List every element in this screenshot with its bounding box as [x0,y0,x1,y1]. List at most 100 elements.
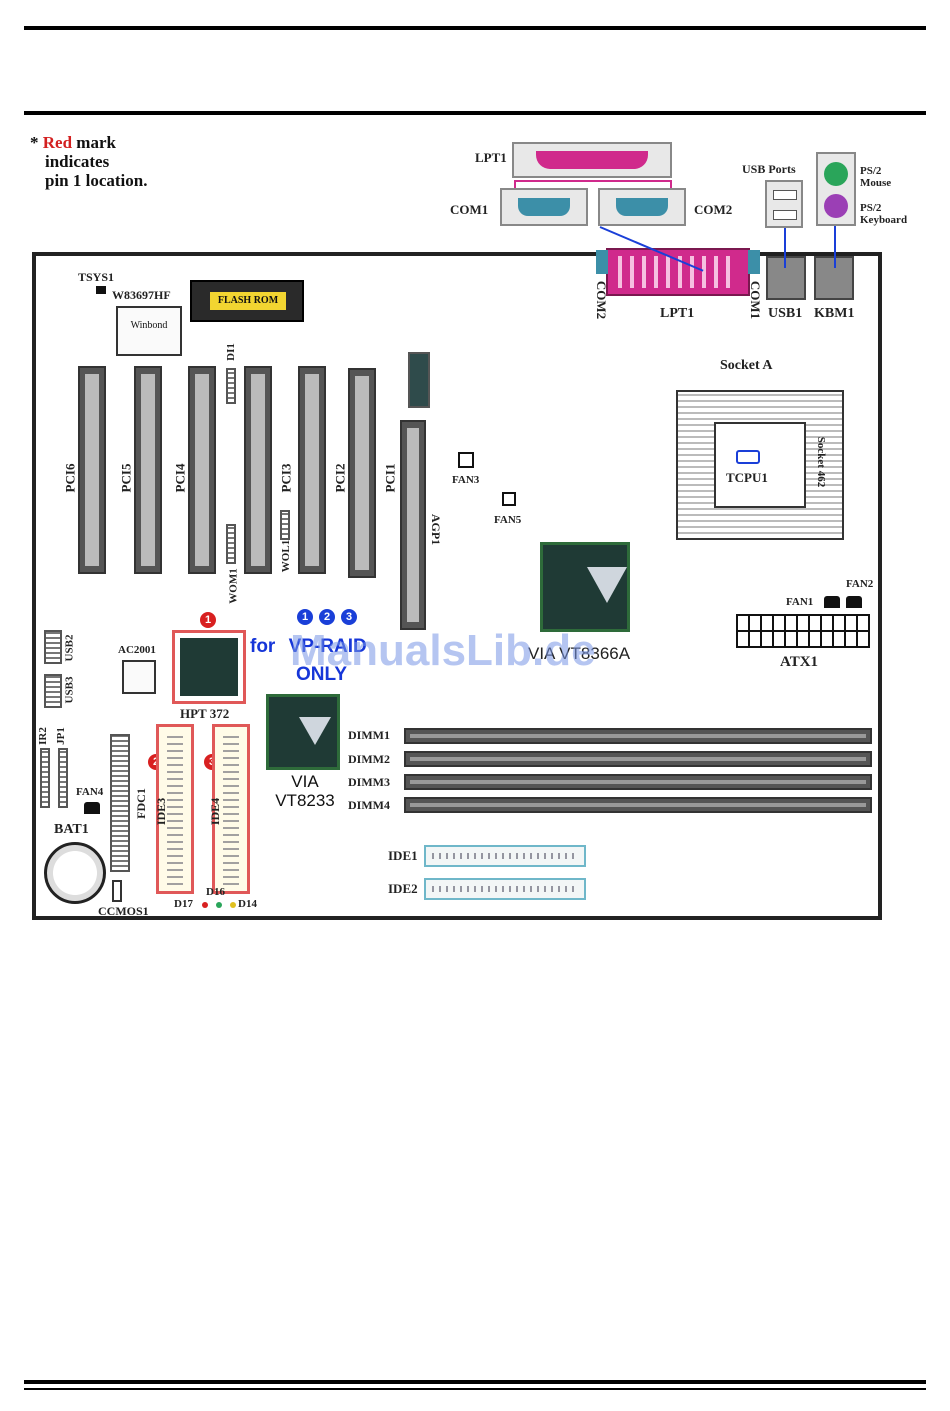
hpt372-highlight [172,630,246,704]
wom1-label: WOM1 [227,568,240,604]
bat1-label: BAT1 [54,822,89,837]
io-lpt1-label: LPT1 [475,150,507,165]
ccmos1-label: CCMOS1 [98,904,149,918]
raid-note-for: for [250,636,276,657]
via-northbridge-label: VIA VT8366A [528,644,631,663]
fdc1-connector [110,734,130,872]
ps2-mouse-line1: PS/2 [860,165,882,177]
agp-retention-block [408,352,430,408]
dimm2-label: DIMM2 [348,752,390,766]
fan1-label: FAN1 [786,596,814,608]
usb2-label: USB2 [63,634,76,662]
d17-label: D17 [174,898,193,910]
ide2-label: IDE2 [388,881,418,896]
thermal-sensor-icon [736,450,760,464]
fan4-header [84,802,100,814]
ide3-connector [156,724,194,894]
legend-line1: mark [72,133,116,152]
fan1-header [824,596,840,608]
dimm1-slot [404,728,872,744]
usb1-connector [766,256,806,300]
battery-icon [44,842,106,904]
lpt-bracket-line [514,180,672,188]
pin1-legend: * Red mark indicates pin 1 location. [30,133,230,190]
socket462-label: Socket 462 [815,436,828,488]
raid-note-only: ONLY [296,664,348,685]
board-lpt1-label: LPT1 [660,306,695,321]
usb2-header [44,630,62,664]
serial-port-icon [518,198,570,216]
top-rule-1 [24,26,926,30]
badge-3-blue: 3 [341,609,357,625]
via-southbridge-label: VIA VT8233 [270,772,340,810]
wom1-header [226,524,236,564]
pci6-label: PCI6 [62,463,78,493]
atx1-power-connector [736,614,870,648]
usb-icon [773,190,797,200]
fan2-header [846,596,862,608]
di1-header [226,368,236,404]
parallel-port-icon [536,151,648,169]
jp1-header [58,748,68,808]
usb3-label: USB3 [63,676,76,704]
ps2-mouse-line2: Mouse [860,177,892,189]
ccmos1-jumper [112,880,122,902]
com1-board-header [748,250,760,274]
pci3-label: PCI3 [278,463,294,493]
agp-slot [400,420,426,630]
badge-1-red: 1 [200,612,216,628]
legend-red-word: Red [42,133,73,152]
d16-led [216,902,222,908]
io-lpt1-connector [512,142,672,178]
di1-label: DI1 [224,343,237,361]
tcpu1-label: TCPU1 [726,470,768,485]
io-com1-connector [500,188,588,226]
hpt372-chip [180,638,238,696]
wol1-label: WOL1 [280,539,293,573]
fdc1-label: FDC1 [133,788,148,819]
dimm1-label: DIMM1 [348,728,390,742]
ide1-connector [424,845,586,867]
atx1-label: ATX1 [780,654,819,670]
board-kbm1-label: KBM1 [814,306,855,321]
wol1-header [280,510,290,540]
d16-label: D16 [206,886,225,898]
legend-star: * [30,133,39,152]
dimm4-label: DIMM4 [348,798,390,812]
fan4-label: FAN4 [76,786,104,798]
io-usb-connector [765,180,803,228]
pci4-label: PCI4 [172,463,188,493]
io-com1-label: COM1 [450,202,489,217]
board-com1-label: COM1 [748,280,764,320]
usb-icon [773,210,797,220]
dimm3-label: DIMM3 [348,775,390,789]
pci5-slot [134,366,162,574]
pci4-slot [188,366,216,574]
dimm4-slot [404,797,872,813]
io-ps2-mouse-label: PS/2 Mouse [860,165,891,189]
fan2-label: FAN2 [846,578,874,590]
fan5-label: FAN5 [494,514,522,526]
io-com2-label: COM2 [694,202,733,217]
fan3-header [458,452,474,468]
lpt1-board-connector [606,248,750,296]
badge-1-blue: 1 [297,609,313,625]
hpt372-label: HPT 372 [180,706,230,721]
com2-board-header [596,250,608,274]
cpu-socket: TCPU1 Socket 462 [676,390,844,540]
dimm2-slot [404,751,872,767]
io-usb-ports-label: USB Ports [742,162,796,176]
w83697hf-label: W83697HF [112,288,171,302]
ps2-kbd-line2: Keyboard [860,214,908,226]
top-rule-2 [24,111,926,115]
d14-led [230,902,236,908]
pci1-label: PCI1 [382,463,398,493]
io-ps2-connector [816,152,856,226]
ir2-label: IR2 [36,727,49,745]
pci5-label: PCI5 [118,463,134,493]
io-com2-connector [598,188,686,226]
winbond-chip: Winbond [116,306,182,356]
ps2-keyboard-icon [824,194,848,218]
usb-link-line [784,228,786,268]
d14-label: D14 [238,898,257,910]
